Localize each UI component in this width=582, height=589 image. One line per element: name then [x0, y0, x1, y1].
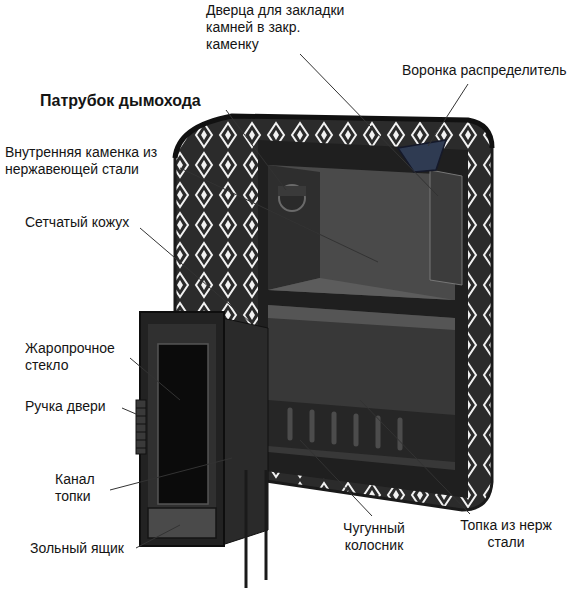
part-label: Патрубок дымохода — [40, 91, 230, 110]
chimney-pipe — [279, 185, 305, 211]
part-label: Зольный ящик — [30, 540, 138, 557]
door-handle — [136, 400, 146, 454]
stove-body — [258, 140, 468, 498]
fire-door — [140, 312, 224, 546]
glass — [158, 344, 208, 504]
part-label: Чугунный колосник — [328, 520, 420, 554]
part-label: Канал топки — [55, 471, 110, 505]
funnel — [398, 140, 446, 172]
ash-box — [148, 508, 216, 538]
part-label: Жаропрочное стекло — [25, 340, 130, 374]
leader-lines — [110, 54, 470, 548]
part-label: Внутренняя каменка из нержавеющей стали — [5, 144, 173, 178]
part-label: Дверца для закладки камней в закр. камен… — [206, 2, 356, 53]
part-label: Топка из нерж стали — [456, 517, 556, 551]
part-label: Ручка двери — [25, 398, 125, 415]
stone-door — [430, 170, 462, 285]
part-label: Воронка распределитель — [402, 62, 578, 79]
part-label: Сетчатый кожух — [25, 214, 145, 231]
grate — [268, 400, 455, 462]
firebox — [268, 305, 455, 470]
